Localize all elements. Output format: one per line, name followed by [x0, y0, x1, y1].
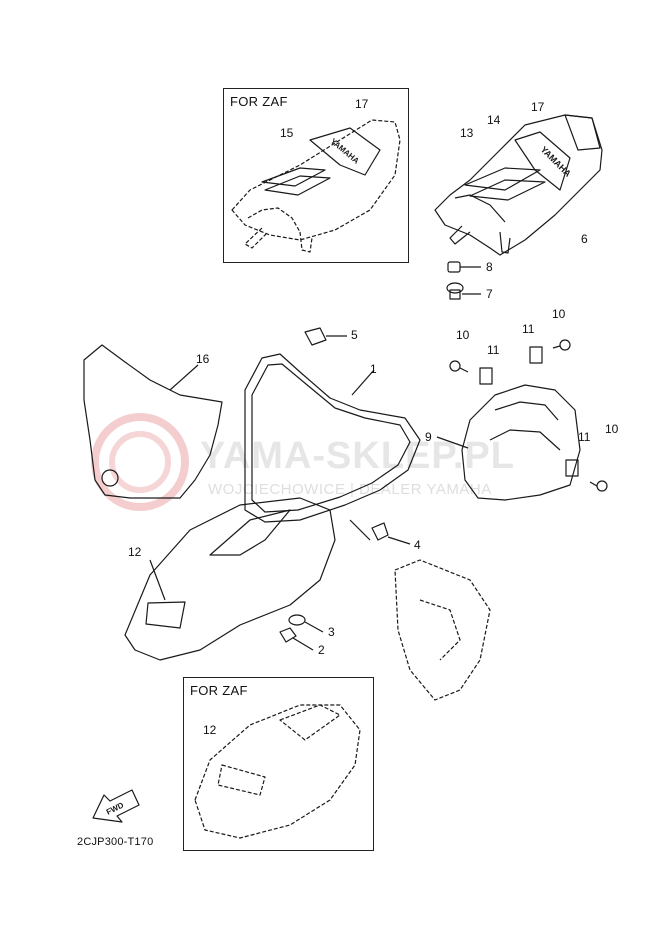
bolt-10-drawing-b — [552, 339, 571, 351]
callout-16: 16 — [196, 352, 210, 366]
diagram-code: 2CJP300-T170 — [77, 836, 154, 848]
callout-10-top: 10 — [552, 307, 566, 321]
seat-drawing — [434, 114, 603, 256]
callout-13: 13 — [460, 126, 474, 140]
callout-14: 14 — [487, 113, 501, 127]
callout-11-right: 11 — [578, 430, 591, 444]
callout-1: 1 — [370, 362, 377, 376]
callout-9: 9 — [425, 430, 432, 444]
bolt-2-drawing — [279, 627, 314, 651]
seat-zaf-drawing — [231, 119, 401, 253]
callout-11-top: 11 — [522, 322, 535, 336]
bolt-10-drawing-a — [449, 360, 469, 373]
callout-3: 3 — [328, 625, 335, 639]
fender-1-drawing — [244, 353, 421, 523]
callout-6: 6 — [581, 232, 588, 246]
inset-label-bottom: FOR ZAF — [190, 683, 248, 698]
callout-10-right: 10 — [605, 422, 619, 436]
callout-8: 8 — [486, 260, 493, 274]
nut-11-drawing-b — [529, 346, 543, 364]
callout-12: 12 — [128, 545, 142, 559]
callout-15: 15 — [280, 126, 294, 140]
callout-7: 7 — [486, 287, 493, 301]
fwd-label: FWD — [105, 800, 126, 816]
frame-drawing — [394, 559, 491, 701]
seat-logo-text: YAMAHA — [539, 144, 574, 179]
callout-17-zaf: 17 — [355, 97, 369, 111]
decal-16-drawing — [83, 344, 223, 499]
callout-12-zaf: 12 — [203, 723, 217, 737]
mudguard-12-drawing — [124, 497, 336, 661]
callout-2: 2 — [318, 643, 325, 657]
fender-zaf-drawing — [194, 704, 361, 839]
callout-10-left: 10 — [456, 328, 470, 342]
inset-box-seat-zaf — [223, 88, 409, 263]
callout-17: 17 — [531, 100, 545, 114]
seat-zaf-bands — [261, 127, 381, 196]
clip-4-drawing — [349, 519, 411, 545]
cover-9-drawing — [436, 384, 581, 501]
bolt-7-drawing — [446, 282, 481, 300]
watermark-subtext: WOJCIECHOWICE | DEALER YAMAHA — [208, 481, 492, 498]
nut-8-drawing — [447, 261, 481, 273]
nut-11-drawing-a — [479, 367, 493, 385]
callout-4: 4 — [414, 538, 421, 552]
washer-3-drawing — [288, 614, 324, 633]
bracket-5-drawing — [304, 327, 347, 346]
bolt-10-drawing-c — [589, 480, 608, 492]
nut-11-drawing-c — [565, 459, 579, 477]
inset-label-top: FOR ZAF — [230, 94, 288, 109]
seat-zaf-logo-text: YAMAHA — [329, 137, 361, 166]
callout-5: 5 — [351, 328, 358, 342]
inset-box-fender-zaf — [183, 677, 374, 851]
callout-11-left: 11 — [487, 343, 500, 357]
fwd-arrow-icon — [92, 789, 140, 823]
